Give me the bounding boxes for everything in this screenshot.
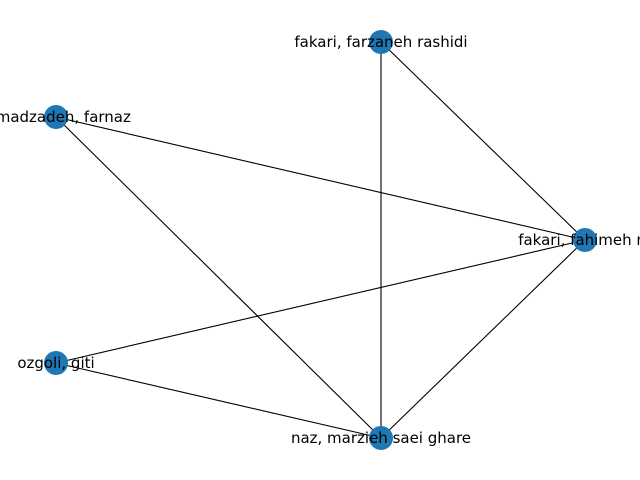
- edge-n2-n3: [55, 116, 586, 241]
- graph-node-n1: [369, 30, 393, 54]
- node-label-n2: mmadzadeh, farnaz: [0, 108, 131, 126]
- node-label-n1: fakari, farzaneh rashidi: [294, 33, 467, 51]
- edges-layer: [55, 41, 586, 439]
- edge-n4-n5: [55, 362, 382, 439]
- node-label-n4: ozgoli, giti: [17, 354, 94, 372]
- nodes-layer: [44, 30, 597, 450]
- node-label-n5: naz, marzieh saei ghare: [291, 429, 471, 447]
- graph-node-n2: [44, 105, 68, 129]
- labels-layer: fakari, farzaneh rashidi mmadzadeh, farna…: [0, 33, 640, 447]
- graph-node-n3: [573, 228, 597, 252]
- edge-n3-n4: [55, 239, 586, 364]
- graph-node-n4: [44, 351, 68, 375]
- edge-n3-n5: [380, 239, 586, 439]
- edge-n2-n5: [55, 116, 382, 439]
- edge-n1-n3: [380, 41, 586, 241]
- node-label-n3: fakari, fahimeh ra: [518, 231, 640, 249]
- graph-node-n5: [369, 426, 393, 450]
